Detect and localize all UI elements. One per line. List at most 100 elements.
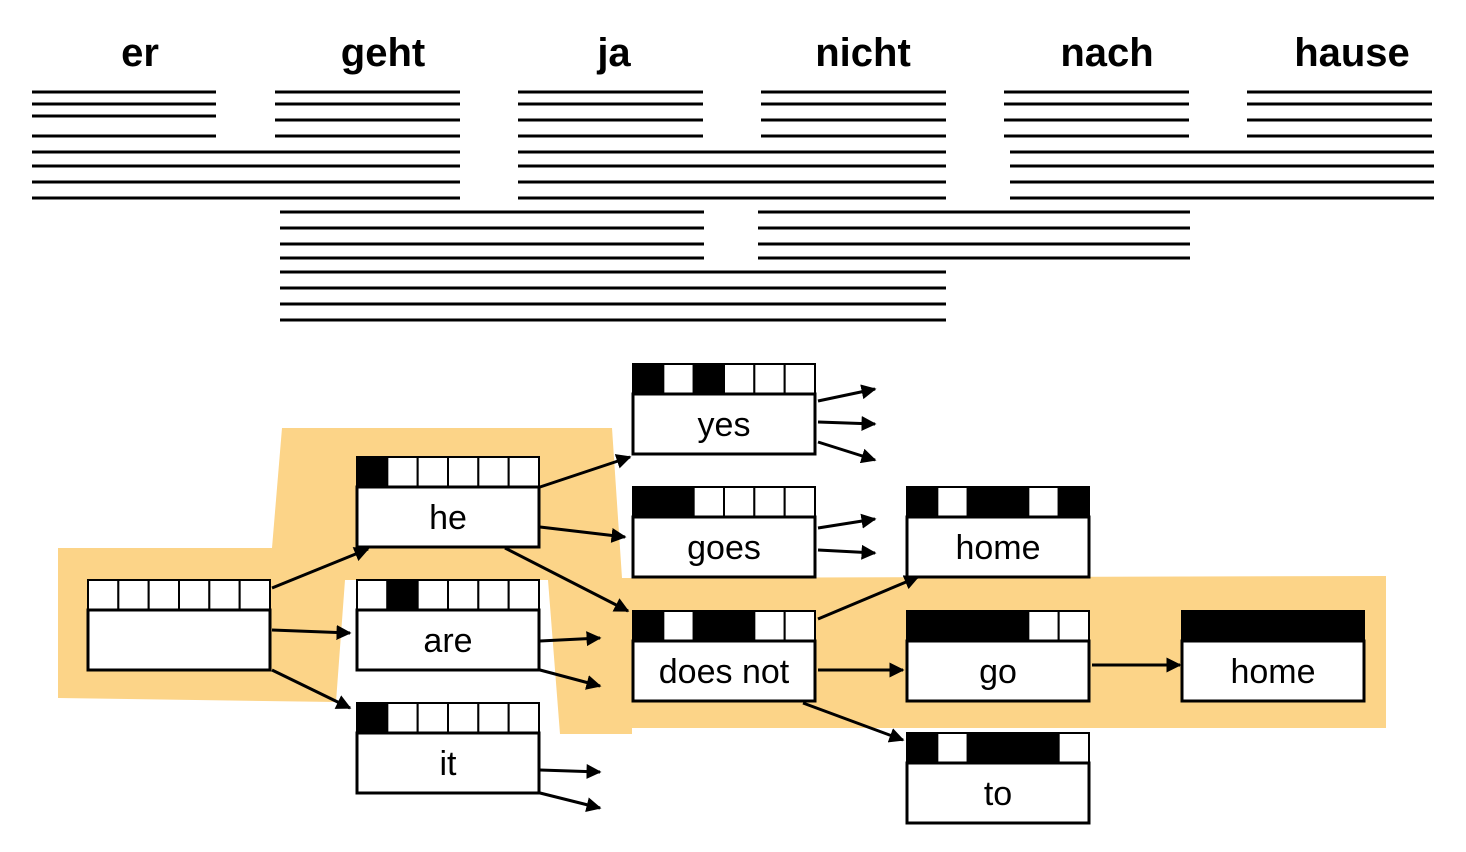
arrow [539, 454, 632, 489]
hypothesis-yes: yes [631, 363, 817, 456]
coverage-cell-filled [1272, 610, 1305, 642]
coverage-cell-filled [692, 363, 726, 395]
coverage-cell-empty [447, 702, 480, 734]
coverage-cell-empty [386, 702, 419, 734]
source-sentence: er geht ja nicht nach hause [121, 31, 1410, 75]
arrow [802, 701, 905, 743]
arrow [539, 791, 602, 813]
hypothesis-go: go [905, 610, 1091, 703]
arrow [539, 764, 602, 780]
coverage-cell-empty [936, 486, 969, 518]
hypothesis-box [1180, 639, 1366, 703]
hypotheses: he are it yes goes does not home go home to [86, 363, 1366, 825]
coverage-cell-empty [416, 456, 449, 488]
coverage-cell-empty [753, 486, 786, 518]
coverage-cell-empty [356, 579, 389, 611]
coverage-cell-empty [753, 610, 786, 642]
coverage-cell-filled [997, 732, 1030, 764]
coverage-cell-filled [936, 610, 969, 642]
coverage-cell-filled [632, 610, 665, 642]
coverage-cell-filled [906, 732, 939, 764]
coverage-cell-empty [783, 486, 817, 518]
coverage-cell-empty [507, 456, 540, 488]
hypothesis-text: it [440, 745, 458, 783]
coverage-cell-filled [906, 486, 939, 518]
coverage-cell-empty [447, 579, 480, 611]
source-word: geht [341, 31, 425, 75]
hypothesis-box [905, 515, 1091, 579]
coverage-cell-empty [178, 579, 211, 611]
coverage-cell-empty [936, 732, 969, 764]
coverage-cell-empty [1057, 732, 1090, 764]
coverage-cell-empty [1027, 610, 1060, 642]
hypothesis-text: to [984, 775, 1012, 813]
coverage-cell-filled [356, 456, 389, 488]
coverage-cell-filled [997, 610, 1030, 642]
coverage-cell-empty [1057, 610, 1090, 642]
coverage-cell-filled [906, 610, 939, 642]
coverage-cell-empty [662, 363, 695, 395]
hypothesis-text: are [423, 622, 472, 660]
hypothesis-text: goes [687, 529, 761, 567]
coverage-cell-filled [723, 610, 756, 642]
coverage-cell-empty [416, 702, 449, 734]
coverage-cell-empty [507, 579, 540, 611]
expansion-edges [271, 384, 1182, 813]
coverage-cell-filled [356, 702, 389, 734]
source-word: ja [596, 31, 631, 75]
hypothesis-box [905, 639, 1091, 703]
arrow [539, 525, 627, 543]
hypothesis-box [355, 485, 541, 549]
coverage-cell-filled [1057, 486, 1090, 518]
arrow [271, 547, 370, 590]
coverage-cell-empty [723, 486, 756, 518]
hypothesis-goes: goes [631, 486, 817, 579]
coverage-cell-filled [1181, 610, 1214, 642]
source-word: er [121, 31, 159, 75]
coverage-cell-filled [1211, 610, 1244, 642]
arrow [817, 544, 877, 560]
arrow [271, 668, 352, 710]
arrow [817, 440, 877, 464]
coverage-cell-empty [477, 702, 510, 734]
coverage-cell-empty [447, 456, 480, 488]
coverage-cell-empty [1027, 486, 1060, 518]
arrow [539, 631, 602, 647]
hypothesis-box [631, 392, 817, 456]
hypothesis-box [905, 761, 1091, 825]
coverage-cell-empty [208, 579, 241, 611]
hypothesis-home-1: home [905, 486, 1091, 579]
coverage-cell-empty [723, 363, 756, 395]
coverage-cell-filled [1027, 732, 1060, 764]
coverage-cell-empty [477, 456, 510, 488]
coverage-cell-filled [966, 610, 1000, 642]
hypothesis-box [631, 639, 817, 703]
source-word: hause [1294, 31, 1410, 75]
hypothesis-text: home [955, 529, 1040, 567]
hypothesis-it: it [355, 702, 541, 795]
coverage-cell-empty [477, 579, 510, 611]
hypothesis-box [355, 608, 541, 672]
arrow [817, 384, 877, 403]
coverage-cell-empty [753, 363, 786, 395]
coverage-cell-empty [662, 610, 695, 642]
coverage-cell-empty [147, 579, 181, 611]
coverage-cell-filled [662, 486, 695, 518]
hypothesis-box [355, 731, 541, 795]
coverage-cell-filled [632, 363, 665, 395]
arrow [817, 575, 920, 621]
coverage-cell-filled [632, 486, 665, 518]
coverage-cell-empty [783, 610, 817, 642]
coverage-cell-filled [1302, 610, 1335, 642]
coverage-cell-empty [692, 486, 726, 518]
coverage-cell-empty [117, 579, 150, 611]
coverage-cell-filled [997, 486, 1030, 518]
arrow [539, 668, 602, 690]
hypothesis-he: he [355, 456, 541, 549]
source-word: nicht [815, 31, 911, 75]
coverage-cell-filled [692, 610, 726, 642]
hypothesis-text: home [1230, 653, 1315, 691]
coverage-cell-filled [966, 486, 1000, 518]
hypothesis-does-not: does not [631, 610, 817, 703]
